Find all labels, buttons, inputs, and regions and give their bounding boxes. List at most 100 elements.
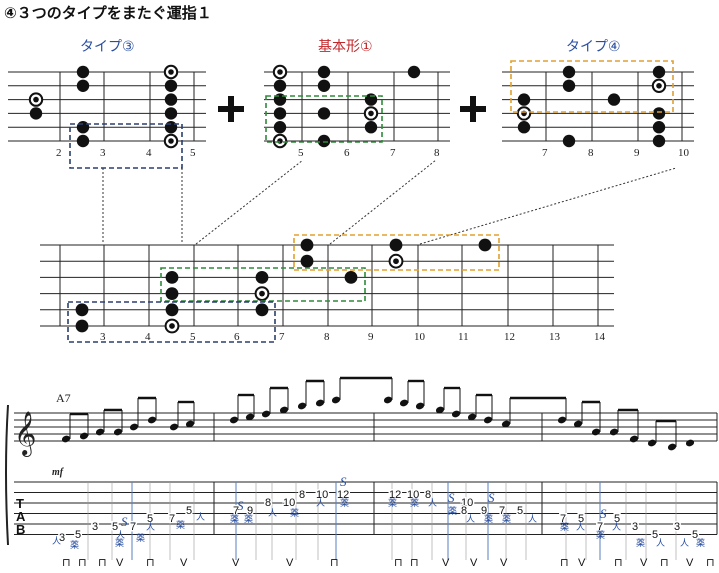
finger-label: 人	[680, 538, 689, 549]
note-dot	[255, 271, 269, 284]
note-head	[229, 416, 239, 424]
fret-number: 13	[549, 331, 561, 343]
downstroke-mark: ⊓	[394, 557, 403, 569]
downstroke-mark: ⊓	[62, 557, 71, 569]
upstroke-mark: V	[640, 557, 648, 569]
slide-mark: S	[121, 514, 128, 529]
note-dot	[273, 107, 287, 120]
tab-fret-number: 7	[560, 513, 566, 525]
plus-sign-1	[218, 96, 244, 122]
tab-fret-number: 7	[597, 521, 603, 533]
note-dot	[75, 319, 89, 333]
note-head	[297, 402, 307, 410]
finger-label: 薬	[244, 513, 253, 525]
tab-fret-number: 10	[461, 497, 473, 509]
note-dot	[165, 271, 179, 284]
finger-label: 薬	[696, 537, 705, 549]
downstroke-mark: ⊓	[78, 557, 87, 569]
tab-fret-number: 12	[389, 489, 401, 501]
note-head	[501, 420, 511, 428]
note-dot	[76, 121, 90, 134]
tab-fret-number: 5	[147, 513, 153, 525]
note-dot	[562, 65, 576, 79]
note-dot	[364, 121, 378, 134]
note-dot	[652, 134, 666, 148]
fret-number: 7	[279, 331, 285, 343]
note-head	[591, 428, 601, 436]
tab-fret-number: 5	[614, 513, 620, 525]
fret-number: 9	[368, 331, 374, 343]
tab-clef-letter: B	[16, 522, 25, 537]
note-head	[279, 406, 289, 414]
tab-fret-number: 5	[578, 513, 584, 525]
finger-label: 薬	[410, 497, 419, 509]
note-dot	[562, 79, 576, 93]
root-note-center	[168, 69, 174, 75]
note-dot	[517, 93, 531, 106]
note-head	[647, 439, 657, 447]
tab-fret-number: 9	[247, 505, 253, 517]
note-head	[383, 396, 393, 404]
slide-mark: S	[237, 498, 244, 513]
tab-fret-number: 7	[169, 513, 175, 525]
root-note-center	[277, 69, 283, 75]
note-dot	[76, 134, 90, 148]
connector-lines	[102, 159, 677, 245]
root-note-center	[656, 83, 662, 89]
note-head	[399, 399, 409, 407]
plus-sign-2	[460, 96, 486, 122]
root-note-center	[169, 323, 175, 329]
note-dot	[652, 107, 666, 120]
fret-number: 7	[390, 147, 396, 159]
slide-mark: S	[340, 474, 347, 489]
note-dot	[517, 121, 531, 134]
diagram-label-basic1: 基本形①	[318, 38, 373, 54]
upstroke-mark: V	[442, 557, 450, 569]
upstroke-mark: V	[116, 557, 124, 569]
tab-fret-number: 3	[632, 521, 638, 533]
finger-label: 人	[268, 508, 277, 519]
tab-fret-number: 3	[92, 521, 98, 533]
tab-fret-number: 5	[692, 529, 698, 541]
highlight-box-orange	[510, 60, 674, 113]
finger-label: 人	[146, 522, 155, 533]
finger-label: 人	[466, 514, 475, 525]
downstroke-mark: ⊓	[330, 557, 339, 569]
treble-clef-icon: 𝄞	[14, 411, 36, 457]
note-dot	[165, 287, 179, 300]
note-head	[331, 396, 341, 404]
tab-fret-number: 5	[112, 521, 118, 533]
note-head	[113, 428, 123, 436]
tab-fret-number: 5	[517, 505, 523, 517]
note-dot	[76, 79, 90, 93]
finger-label: 人	[528, 514, 537, 525]
tab-fret-number: 5	[186, 505, 192, 517]
upstroke-mark: V	[180, 557, 188, 569]
tab-fret-number: 3	[674, 521, 680, 533]
dotted-connector	[419, 167, 677, 245]
note-head	[435, 406, 445, 414]
tab-fret-number: 9	[481, 505, 487, 517]
note-dot	[29, 107, 43, 120]
note-head	[467, 413, 477, 421]
slide-mark: S	[488, 490, 495, 505]
finger-label: 薬	[176, 519, 185, 531]
fret-number: 5	[190, 331, 196, 343]
note-dot	[164, 107, 178, 120]
finger-label: 人	[576, 522, 585, 533]
tab-fret-number: 7	[233, 505, 239, 517]
finger-label: 人	[196, 512, 205, 523]
note-dot	[344, 271, 358, 284]
diagram-label-type3: タイプ③	[80, 38, 135, 54]
finger-label: 人	[428, 498, 437, 509]
downstroke-mark: ⊓	[660, 557, 669, 569]
note-head	[573, 420, 583, 428]
note-head	[557, 416, 567, 424]
note-head	[129, 423, 139, 431]
tab-clef-letter: A	[16, 509, 26, 524]
tab-fret-number: 5	[75, 529, 81, 541]
finger-label: 薬	[448, 505, 457, 517]
